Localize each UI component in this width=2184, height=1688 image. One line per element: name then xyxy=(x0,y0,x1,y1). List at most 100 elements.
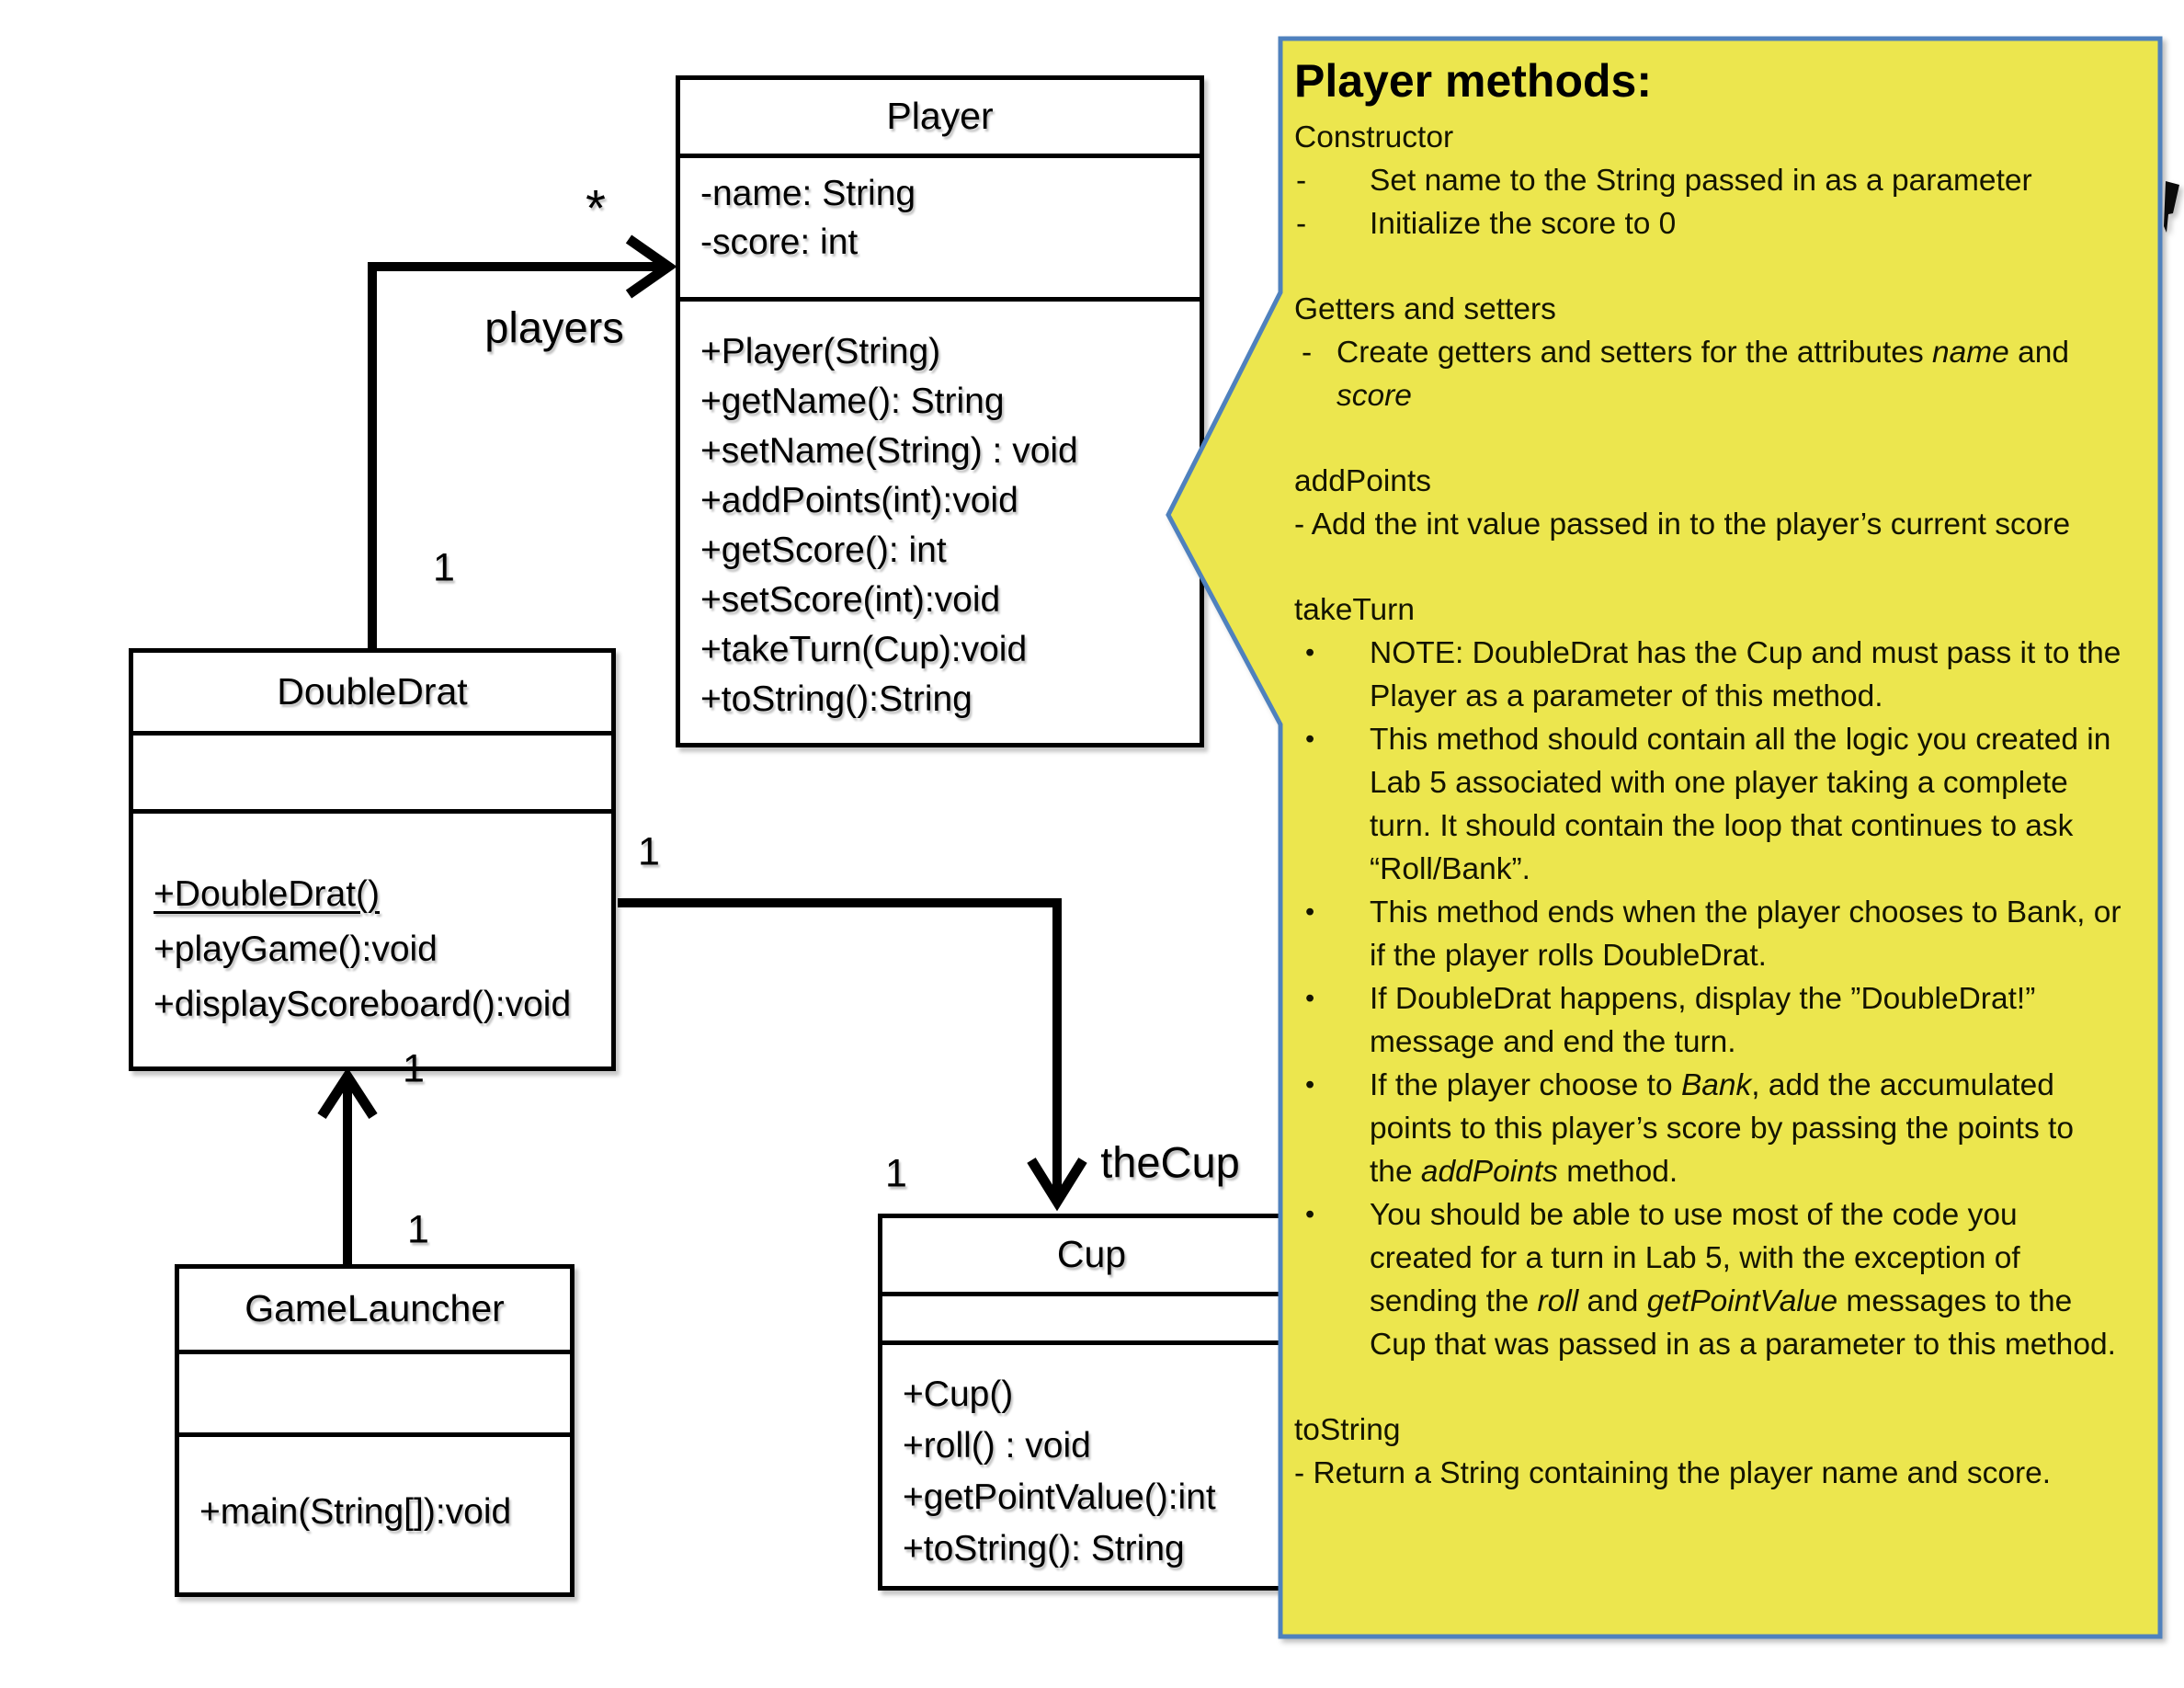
callout-text-run: This method should contain all the logic… xyxy=(1370,723,2111,886)
arrowhead-into-doubledrat-icon xyxy=(317,1066,378,1120)
callout-blocks: Constructor - Set name to the String passe… xyxy=(1294,116,2123,1495)
callout-text-run: getPointValue xyxy=(1646,1284,1838,1318)
class-name-player: Player xyxy=(680,80,1200,158)
callout-block-heading: takeTurn xyxy=(1294,588,2123,632)
list-marker: • xyxy=(1305,1070,1315,1100)
list-marker: - xyxy=(1302,336,1313,370)
callout-text-run: This method ends when the player chooses… xyxy=(1370,895,2121,973)
callout-content: Player methods: Constructor - Set name to … xyxy=(1294,53,2123,1495)
callout-block-dash: -Create getters and setters for the attr… xyxy=(1294,331,2123,417)
method-row: +roll() : void xyxy=(903,1426,1091,1466)
attributes-compartment-gamelauncher xyxy=(179,1354,570,1437)
method-row: +main(String[]):void xyxy=(199,1492,512,1532)
callout-block-gap xyxy=(1294,546,2123,588)
methods-compartment-gamelauncher: +main(String[]):void xyxy=(179,1437,570,1540)
callout-text-run: toString xyxy=(1294,1413,1401,1447)
callout-block-gap xyxy=(1294,417,2123,460)
callout-block-gap xyxy=(1294,1366,2123,1409)
class-name-gamelauncher: GameLauncher xyxy=(179,1269,570,1354)
class-box-gamelauncher: GameLauncher +main(String[]):void xyxy=(175,1264,574,1597)
launcher-target-one-label: 1 xyxy=(403,1046,425,1091)
class-box-cup: Cup +Cup() +roll() : void +getPointValue():… xyxy=(878,1214,1305,1591)
method-row: +playGame():void xyxy=(154,930,438,969)
method-row: +DoubleDrat() xyxy=(154,874,381,914)
callout-text-run: - Return a String containing the player … xyxy=(1294,1456,2052,1490)
callout-text-run: If the player choose to xyxy=(1370,1068,1681,1102)
class-box-player: Player -name: String -score: int +Player(St… xyxy=(676,75,1204,747)
method-row: +getPointValue():int xyxy=(903,1477,1216,1517)
association-doubledrat-cup-line xyxy=(618,898,1062,1199)
callout-block-heading: Getters and setters xyxy=(1294,288,2123,331)
method-row: +getScore(): int xyxy=(700,530,947,570)
method-row: +getName(): String xyxy=(700,382,1005,421)
callout-text-run: addPoints xyxy=(1294,464,1431,498)
callout-text-run: and xyxy=(1578,1284,1647,1318)
callout-text-run: NOTE: DoubleDrat has the Cup and must pa… xyxy=(1370,636,2121,713)
callout-block-heading: toString xyxy=(1294,1409,2123,1452)
callout-block-bullet: • This method ends when the player choose… xyxy=(1294,891,2123,977)
method-row: +setScore(int):void xyxy=(700,580,1001,620)
cup-source-one-label: 1 xyxy=(638,829,660,874)
screen-cursor-artifact-icon xyxy=(2164,181,2179,233)
callout-block-dashw: - Initialize the score to 0 xyxy=(1294,202,2123,245)
list-marker: - xyxy=(1296,207,1307,241)
multiplicity-star-label: * xyxy=(586,178,606,237)
callout-block-heading: addPoints xyxy=(1294,460,2123,503)
list-marker: • xyxy=(1305,638,1315,667)
callout-block-bullet: • NOTE: DoubleDrat has the Cup and must p… xyxy=(1294,632,2123,718)
callout-text-run: Create getters and setters for the attri… xyxy=(1337,336,1932,370)
callout-text-run: addPoints xyxy=(1420,1155,1558,1189)
callout-text-run: roll xyxy=(1537,1284,1579,1318)
list-marker: • xyxy=(1305,724,1315,754)
callout-block-bullet: •If the player choose to Bank, add the a… xyxy=(1294,1064,2123,1193)
callout-text-run: score xyxy=(1337,379,1412,413)
attribute-row: -name: String xyxy=(700,174,916,213)
method-row: +Player(String) xyxy=(700,332,941,371)
method-row: +Cup() xyxy=(903,1374,1014,1414)
method-row: +addPoints(int):void xyxy=(700,481,1018,520)
method-row: +setName(String) : void xyxy=(700,431,1078,471)
callout-text-run: Constructor xyxy=(1294,120,1454,154)
callout-text-run: and xyxy=(2008,336,2070,370)
callout-text-run: Set name to the String passed in as a pa… xyxy=(1370,164,2032,198)
methods-compartment-doubledrat: +DoubleDrat() +playGame():void +displaySco… xyxy=(133,814,611,1032)
callout-text-run: takeTurn xyxy=(1294,593,1415,627)
callout-block-plain: - Return a String containing the player … xyxy=(1294,1452,2123,1495)
cup-target-one-label: 1 xyxy=(885,1151,907,1196)
callout-text-run: Getters and setters xyxy=(1294,292,1556,326)
callout-block-gap xyxy=(1294,245,2123,288)
attributes-compartment-doubledrat xyxy=(133,736,611,814)
attributes-compartment-cup xyxy=(882,1296,1301,1345)
arrowhead-into-player-icon xyxy=(625,234,677,299)
callout-text-run: method. xyxy=(1557,1155,1678,1189)
attributes-compartment-player: -name: String -score: int xyxy=(680,158,1200,302)
attribute-row: -score: int xyxy=(700,222,859,262)
class-name-doubledrat: DoubleDrat xyxy=(133,653,611,736)
class-name-cup: Cup xyxy=(882,1218,1301,1296)
class-box-doubledrat: DoubleDrat+DoubleDrat()+playGame():void+… xyxy=(129,648,616,1071)
list-marker: • xyxy=(1305,984,1315,1013)
callout-text-run: If DoubleDrat happens, display the ”Doub… xyxy=(1370,982,2036,1059)
method-row: +takeTurn(Cup):void xyxy=(700,630,1028,669)
methods-compartment-player: +Player(String) +getName(): String +setNam… xyxy=(680,302,1200,724)
callout-text-run: - Add the int value passed in to the pla… xyxy=(1294,508,2071,542)
players-multiplicity-one-label: 1 xyxy=(433,545,455,590)
thecup-role-label: theCup xyxy=(1100,1137,1240,1187)
callout-title: Player methods: xyxy=(1294,55,1653,107)
callout-block-bullet: • If DoubleDrat happens, display the ”Dou… xyxy=(1294,977,2123,1064)
method-row: +displayScoreboard():void xyxy=(154,985,572,1024)
callout-block-bullet: • This method should contain all the logi… xyxy=(1294,718,2123,891)
players-role-label: players xyxy=(484,302,624,352)
callout-text-run: Bank xyxy=(1680,1068,1752,1102)
method-row: +toString(): String xyxy=(903,1529,1185,1568)
callout-text-run: Initialize the score to 0 xyxy=(1370,207,1677,241)
callout-block-heading: Constructor xyxy=(1294,116,2123,159)
method-row: +toString():String xyxy=(700,679,973,719)
callout-block-bullet: •You should be able to use most of the c… xyxy=(1294,1193,2123,1366)
launcher-source-one-label: 1 xyxy=(407,1207,429,1252)
methods-compartment-cup: +Cup() +roll() : void +getPointValue():int… xyxy=(882,1345,1301,1575)
list-marker: • xyxy=(1305,1200,1315,1229)
list-marker: • xyxy=(1305,897,1315,927)
callout-text-run: name xyxy=(1932,336,2009,370)
